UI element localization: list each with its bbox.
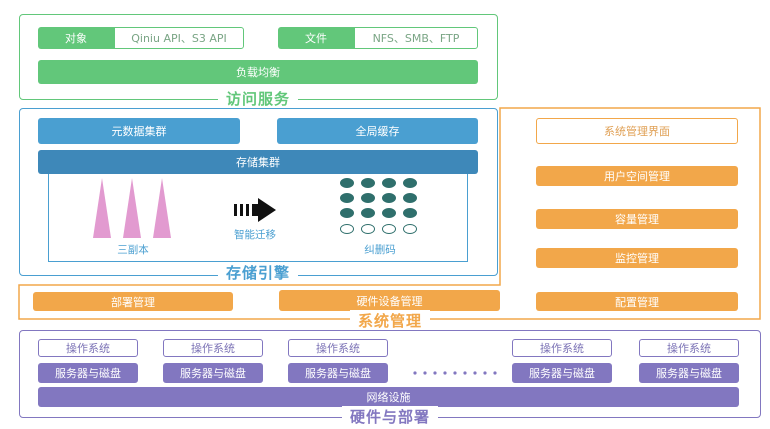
- network-infrastructure-bar: 网络设施: [38, 387, 739, 407]
- global-cache-box: 全局缓存: [277, 118, 478, 144]
- replica-cones-icon: [93, 178, 171, 238]
- storage-cluster-inner-frame: [48, 174, 468, 262]
- file-label: 文件: [278, 27, 354, 49]
- data-block-icon: [382, 193, 396, 203]
- load-balance-bar: 负载均衡: [38, 60, 478, 84]
- server-disk-box: 服务器与磁盘: [163, 363, 263, 383]
- data-block-icon: [403, 193, 417, 203]
- file-protocols: NFS、SMB、FTP: [354, 27, 478, 49]
- os-box: 操作系统: [639, 339, 739, 357]
- parity-block-icon: [340, 224, 354, 234]
- metadata-cluster-box: 元数据集群: [38, 118, 240, 144]
- migration-arrow-icon: [234, 198, 276, 222]
- data-block-icon: [382, 208, 396, 218]
- data-block-icon: [361, 178, 375, 188]
- erasure-code-grid: [340, 178, 420, 242]
- system-ui-box: 系统管理界面: [536, 118, 738, 144]
- deploy-management: 部署管理: [33, 292, 233, 311]
- storage-engine-title: 存储引擎: [217, 262, 299, 283]
- data-block-icon: [382, 178, 396, 188]
- server-disk-box: 服务器与磁盘: [38, 363, 138, 383]
- config-management: 配置管理: [536, 292, 738, 311]
- data-block-icon: [361, 208, 375, 218]
- os-box: 操作系统: [38, 339, 138, 357]
- object-protocols: Qiniu API、S3 API: [114, 27, 244, 49]
- server-disk-box: 服务器与磁盘: [288, 363, 388, 383]
- access-service-title: 访问服务: [217, 88, 299, 109]
- hardware-device-management: 硬件设备管理: [279, 290, 500, 311]
- object-label: 对象: [38, 27, 114, 49]
- server-disk-box: 服务器与磁盘: [512, 363, 612, 383]
- data-block-icon: [340, 193, 354, 203]
- system-management-title: 系统管理: [349, 310, 431, 331]
- os-box: 操作系统: [163, 339, 263, 357]
- data-block-icon: [340, 178, 354, 188]
- migration-label: 智能迁移: [234, 229, 276, 241]
- os-box: 操作系统: [288, 339, 388, 357]
- parity-block-icon: [361, 224, 375, 234]
- parity-block-icon: [382, 224, 396, 234]
- erasure-code-label: 纠删码: [364, 244, 396, 256]
- data-block-icon: [340, 208, 354, 218]
- os-box: 操作系统: [512, 339, 612, 357]
- ellipsis-dots-icon: [413, 371, 497, 375]
- storage-cluster-bar: 存储集群: [38, 150, 478, 174]
- data-block-icon: [361, 193, 375, 203]
- server-disk-box: 服务器与磁盘: [639, 363, 739, 383]
- data-block-icon: [403, 178, 417, 188]
- replica-label: 三副本: [117, 244, 149, 256]
- data-block-icon: [403, 208, 417, 218]
- monitor-management: 监控管理: [536, 248, 738, 268]
- parity-block-icon: [403, 224, 417, 234]
- hardware-deploy-title: 硬件与部署: [341, 406, 439, 427]
- user-space-management: 用户空间管理: [536, 166, 738, 186]
- capacity-management: 容量管理: [536, 209, 738, 229]
